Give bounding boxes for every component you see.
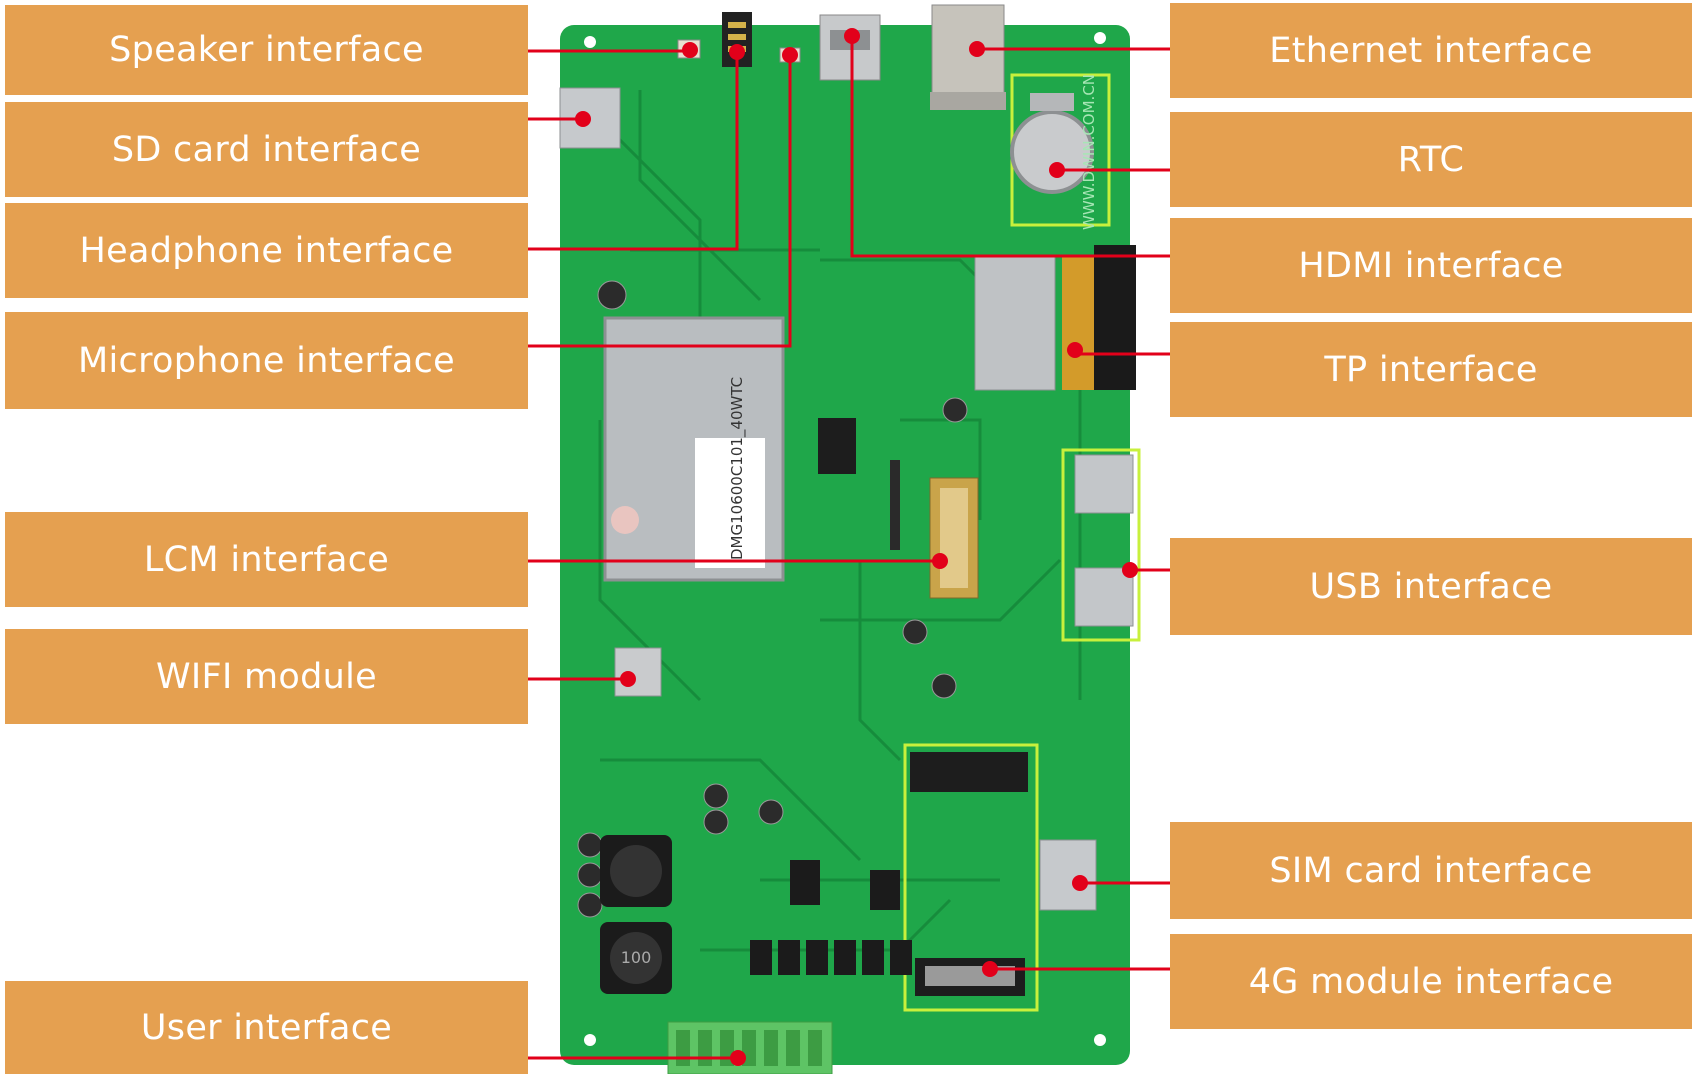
module-label: DMG10600C101_40WTC xyxy=(728,377,747,560)
label-rtc: RTC xyxy=(1170,112,1692,207)
leader-dot-lcm xyxy=(932,553,948,569)
label-headphone: Headphone interface xyxy=(5,203,528,298)
ethernet-jack-lower xyxy=(930,92,1006,110)
leader-dot-usb xyxy=(1122,562,1138,578)
chip xyxy=(890,460,900,550)
rtc-battery xyxy=(1010,110,1094,194)
capacitors xyxy=(577,280,968,918)
leader-line-microphone xyxy=(528,55,792,348)
tp-connector xyxy=(1062,255,1094,390)
inductor-label: 100 xyxy=(621,948,652,967)
chip-row xyxy=(750,860,912,975)
leader-dot-rtc xyxy=(1049,162,1065,178)
ethernet-jack xyxy=(931,4,1005,101)
leader-lines xyxy=(528,28,1170,1066)
4g-slot-top xyxy=(910,752,1028,792)
leader-dot-4g xyxy=(982,961,998,977)
leader-dot-hdmi xyxy=(844,28,860,44)
label-wifi: WIFI module xyxy=(5,629,528,724)
vertical-board-text: WWW.DWIN.COM.CN xyxy=(1080,74,1098,230)
leader-line-hdmi xyxy=(850,36,1170,258)
label-sdcard: SD card interface xyxy=(5,102,528,197)
mounting-holes xyxy=(584,32,1106,1046)
leader-dot-speaker xyxy=(682,42,698,58)
label-tp: TP interface xyxy=(1170,322,1692,417)
leader-line-headphone xyxy=(528,52,739,251)
label-ethernet: Ethernet interface xyxy=(1170,3,1692,98)
leader-dot-user xyxy=(730,1050,746,1066)
leader-dot-ethernet xyxy=(969,41,985,57)
usb-highlight xyxy=(1061,448,1141,642)
chip xyxy=(818,418,856,474)
module-sticker xyxy=(695,438,765,568)
leader-dot-sim xyxy=(1072,875,1088,891)
leader-dot-microphone xyxy=(782,47,798,63)
4g-highlight xyxy=(903,743,1039,1012)
label-hdmi: HDMI interface xyxy=(1170,218,1692,313)
label-lcm: LCM interface xyxy=(5,512,528,607)
leader-dot-sdcard xyxy=(575,111,591,127)
usb-port-2 xyxy=(1074,567,1134,627)
sim-card-slot xyxy=(1039,839,1097,911)
leader-dot-headphone xyxy=(729,44,745,60)
label-user: User interface xyxy=(5,981,528,1074)
leader-dot-wifi xyxy=(620,671,636,687)
leader-dot-tp xyxy=(1067,342,1083,358)
label-speaker: Speaker interface xyxy=(5,5,528,95)
label-4g: 4G module interface xyxy=(1170,934,1692,1029)
label-sim: SIM card interface xyxy=(1170,822,1692,919)
label-usb: USB interface xyxy=(1170,538,1692,635)
wifi-module xyxy=(614,647,662,697)
tp-connector-frame xyxy=(974,254,1056,391)
label-microphone: Microphone interface xyxy=(5,312,528,409)
usb-port-1 xyxy=(1074,454,1134,514)
